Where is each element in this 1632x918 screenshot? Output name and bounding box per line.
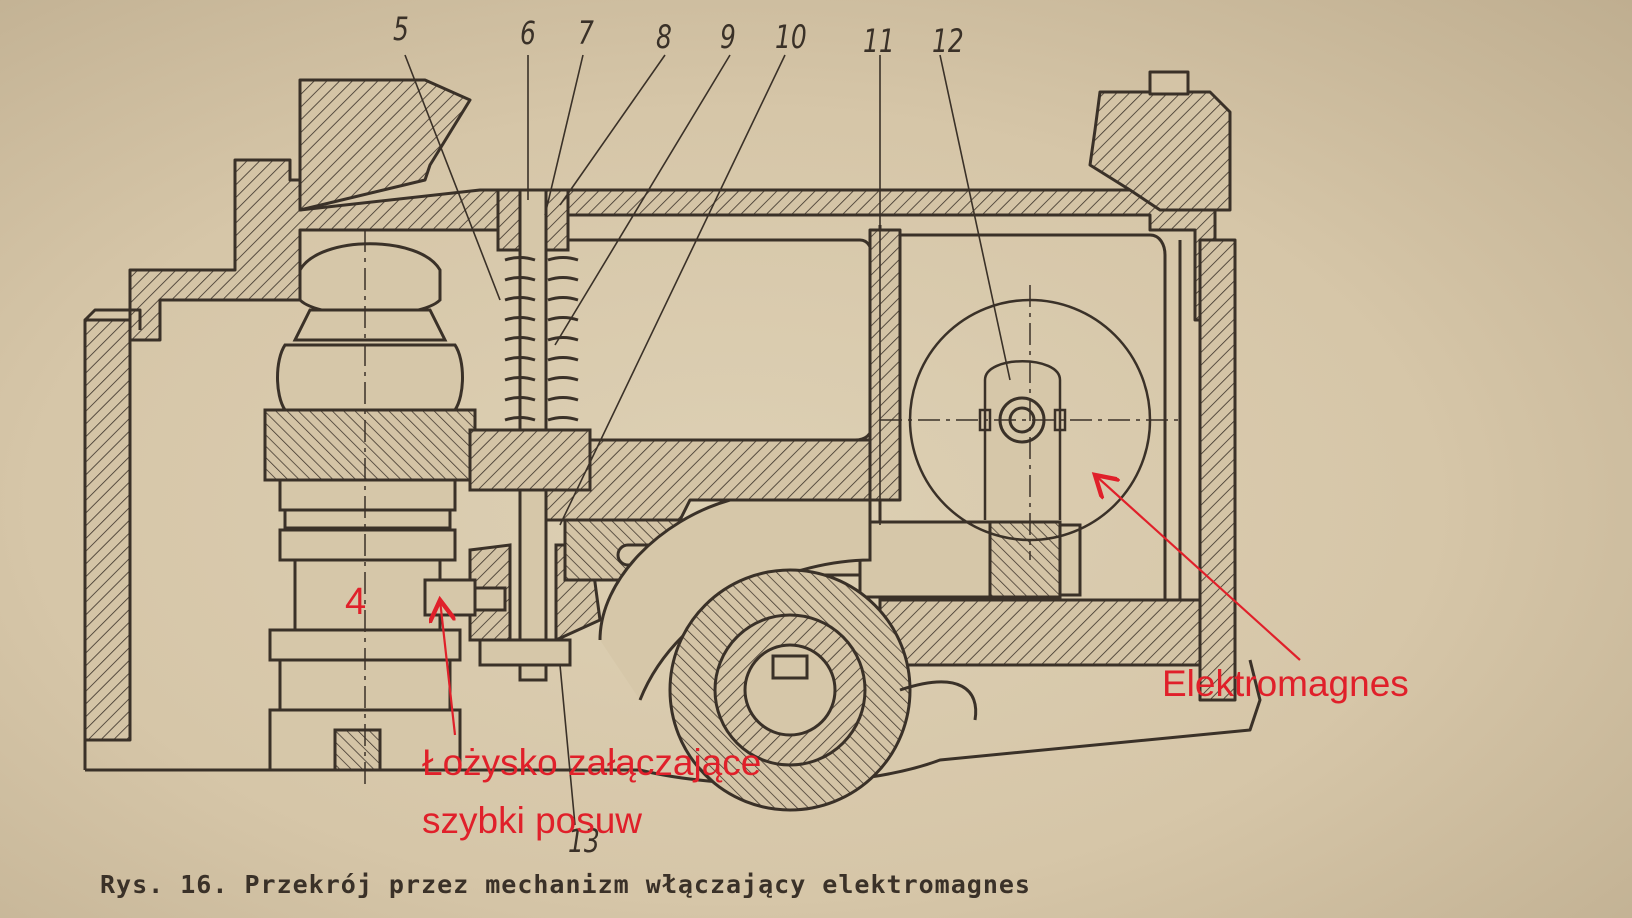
vertical-shaft [423,188,602,682]
annotation-elektromagnes: Elektromagnes [1162,663,1409,704]
annotation-bearing-line1: Łożysko załączające [422,742,762,783]
part-number-5: 5 [393,10,409,48]
right-vertical-partition [868,228,902,502]
annotation-part-4: 4 [345,581,367,623]
part-number-6: 6 [520,14,536,52]
leader-lines [404,54,1011,826]
part-number-12: 12 [932,22,964,60]
part-number-7: 7 [578,14,594,52]
lower-partition [878,598,1202,667]
housing-wall [128,158,1217,342]
bearing-arrow [440,600,457,736]
annotation-arrows [440,475,1301,736]
top-left-block [298,78,472,212]
worm-gear [598,498,978,812]
part-number-10: 10 [775,18,807,56]
top-right-cap [1148,70,1190,96]
left-wall [83,318,132,742]
top-right-bracket [1088,90,1232,212]
part-number-8: 8 [656,18,672,56]
part-number-13: 13 [568,822,600,860]
annotation-bearing-line2: szybki posuw [422,800,643,841]
figure-caption: Rys. 16. Przekrój przez mechanizm włącza… [100,870,1031,899]
right-wall [1198,238,1237,702]
part-number-11: 11 [863,22,895,60]
part-number-9: 9 [720,18,736,56]
elektromagnes-arrow [1095,475,1301,661]
spindle-assembly [263,242,477,772]
